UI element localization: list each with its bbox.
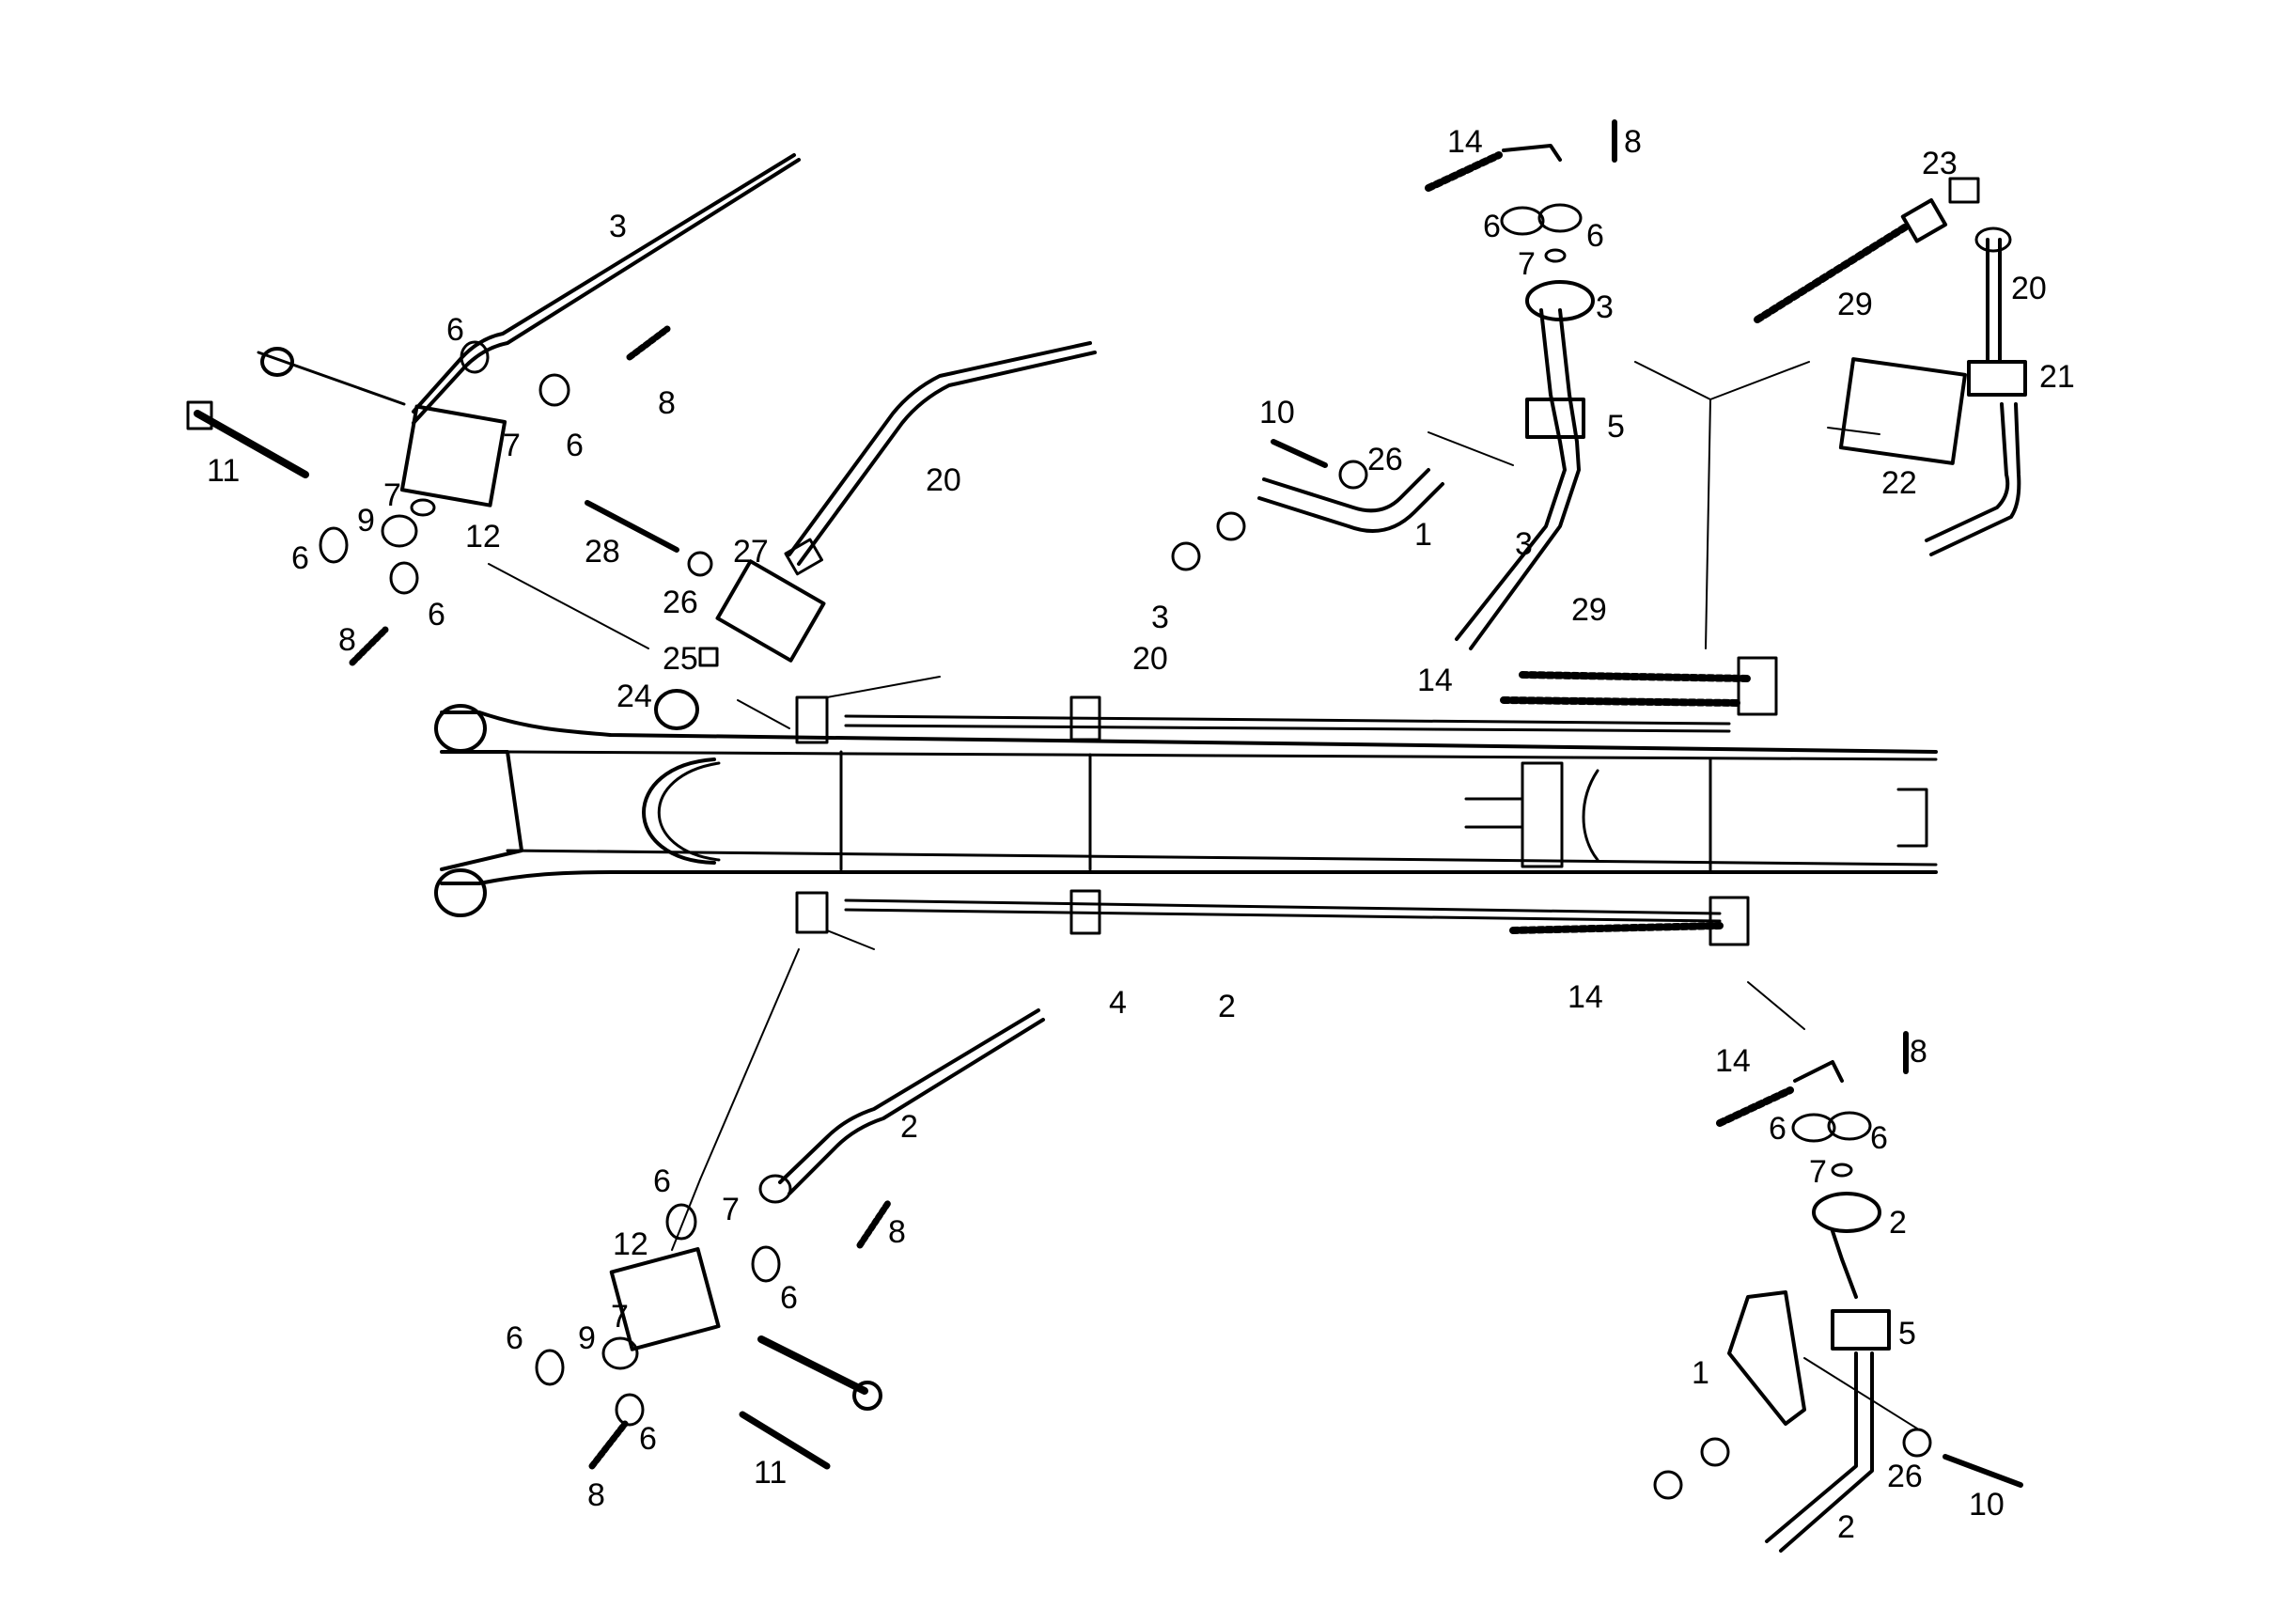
callout-1: 1 xyxy=(1692,1355,1709,1391)
callout-7: 7 xyxy=(611,1299,629,1335)
callout-28: 28 xyxy=(585,534,620,570)
callout-20: 20 xyxy=(1132,641,1168,677)
lower-right-clamp-assembly xyxy=(1653,981,2023,1553)
callout-7: 7 xyxy=(503,428,521,463)
callout-2: 2 xyxy=(900,1109,918,1145)
callout-8: 8 xyxy=(587,1477,605,1513)
callout-10: 10 xyxy=(1259,395,1295,430)
callout-26: 26 xyxy=(663,585,698,620)
callout-7: 7 xyxy=(722,1192,740,1227)
callout-20: 20 xyxy=(926,462,961,498)
callout-8: 8 xyxy=(1910,1034,1927,1070)
callout-3: 3 xyxy=(1596,289,1614,325)
callout-29: 29 xyxy=(1837,287,1873,322)
callout-6: 6 xyxy=(1483,209,1501,244)
callout-3: 3 xyxy=(609,209,627,244)
middle-valve-assembly xyxy=(585,341,1097,730)
callout-14: 14 xyxy=(1417,663,1453,698)
callout-6: 6 xyxy=(428,597,445,632)
callout-6: 6 xyxy=(780,1280,798,1316)
callout-21: 21 xyxy=(2039,359,2075,395)
callout-6: 6 xyxy=(653,1163,671,1199)
callout-29: 29 xyxy=(1571,592,1607,628)
callout-9: 9 xyxy=(578,1320,596,1356)
callout-5: 5 xyxy=(1898,1316,1916,1351)
callout-14: 14 xyxy=(1568,979,1603,1015)
callout-8: 8 xyxy=(1624,124,1642,160)
lower-left-valve-assembly xyxy=(535,948,1045,1470)
callout-2: 2 xyxy=(1889,1205,1907,1241)
callout-6: 6 xyxy=(1870,1120,1888,1156)
callout-25: 25 xyxy=(663,641,698,677)
boom-hoses xyxy=(1500,656,1778,946)
callout-6: 6 xyxy=(1586,218,1604,254)
callout-3: 3 xyxy=(1151,600,1169,635)
callout-2: 2 xyxy=(1218,989,1236,1024)
callout-24: 24 xyxy=(616,679,652,714)
callout-7: 7 xyxy=(1518,246,1536,282)
upper-right-clamp-assembly xyxy=(1171,119,1810,650)
callout-6: 6 xyxy=(446,312,464,348)
callout-12: 12 xyxy=(613,1226,648,1262)
far-right-fittings xyxy=(1754,177,2027,556)
callout-8: 8 xyxy=(888,1214,906,1250)
callout-3: 3 xyxy=(1515,526,1533,562)
callout-labels: 3 6 8 6 7 11 7 9 12 6 6 8 20 28 27 26 25… xyxy=(207,124,2075,1545)
callout-10: 10 xyxy=(1969,1487,2005,1522)
callout-22: 22 xyxy=(1881,465,1917,501)
callout-6: 6 xyxy=(1769,1111,1787,1147)
callout-7: 7 xyxy=(1809,1154,1827,1190)
callout-9: 9 xyxy=(357,503,375,539)
callout-26: 26 xyxy=(1887,1459,1923,1494)
callout-11: 11 xyxy=(754,1455,787,1491)
callout-12: 12 xyxy=(465,519,501,554)
callout-11: 11 xyxy=(207,453,240,489)
callout-14: 14 xyxy=(1715,1043,1751,1079)
callout-23: 23 xyxy=(1922,146,1958,181)
callout-14: 14 xyxy=(1447,124,1483,160)
callout-7: 7 xyxy=(383,477,401,513)
callout-8: 8 xyxy=(658,385,676,421)
callout-6: 6 xyxy=(639,1421,657,1457)
callout-27: 27 xyxy=(733,534,769,570)
callout-8: 8 xyxy=(338,622,356,658)
callout-2: 2 xyxy=(1837,1509,1855,1545)
callout-5: 5 xyxy=(1607,409,1625,445)
callout-6: 6 xyxy=(506,1320,523,1356)
upper-left-valve-assembly xyxy=(186,153,801,666)
callout-26: 26 xyxy=(1367,442,1403,477)
boom-arm xyxy=(434,676,1938,950)
callout-6: 6 xyxy=(291,540,309,576)
callout-6: 6 xyxy=(566,428,584,463)
callout-1: 1 xyxy=(1414,517,1432,553)
callout-4: 4 xyxy=(1109,985,1127,1021)
callout-20: 20 xyxy=(2011,271,2047,306)
